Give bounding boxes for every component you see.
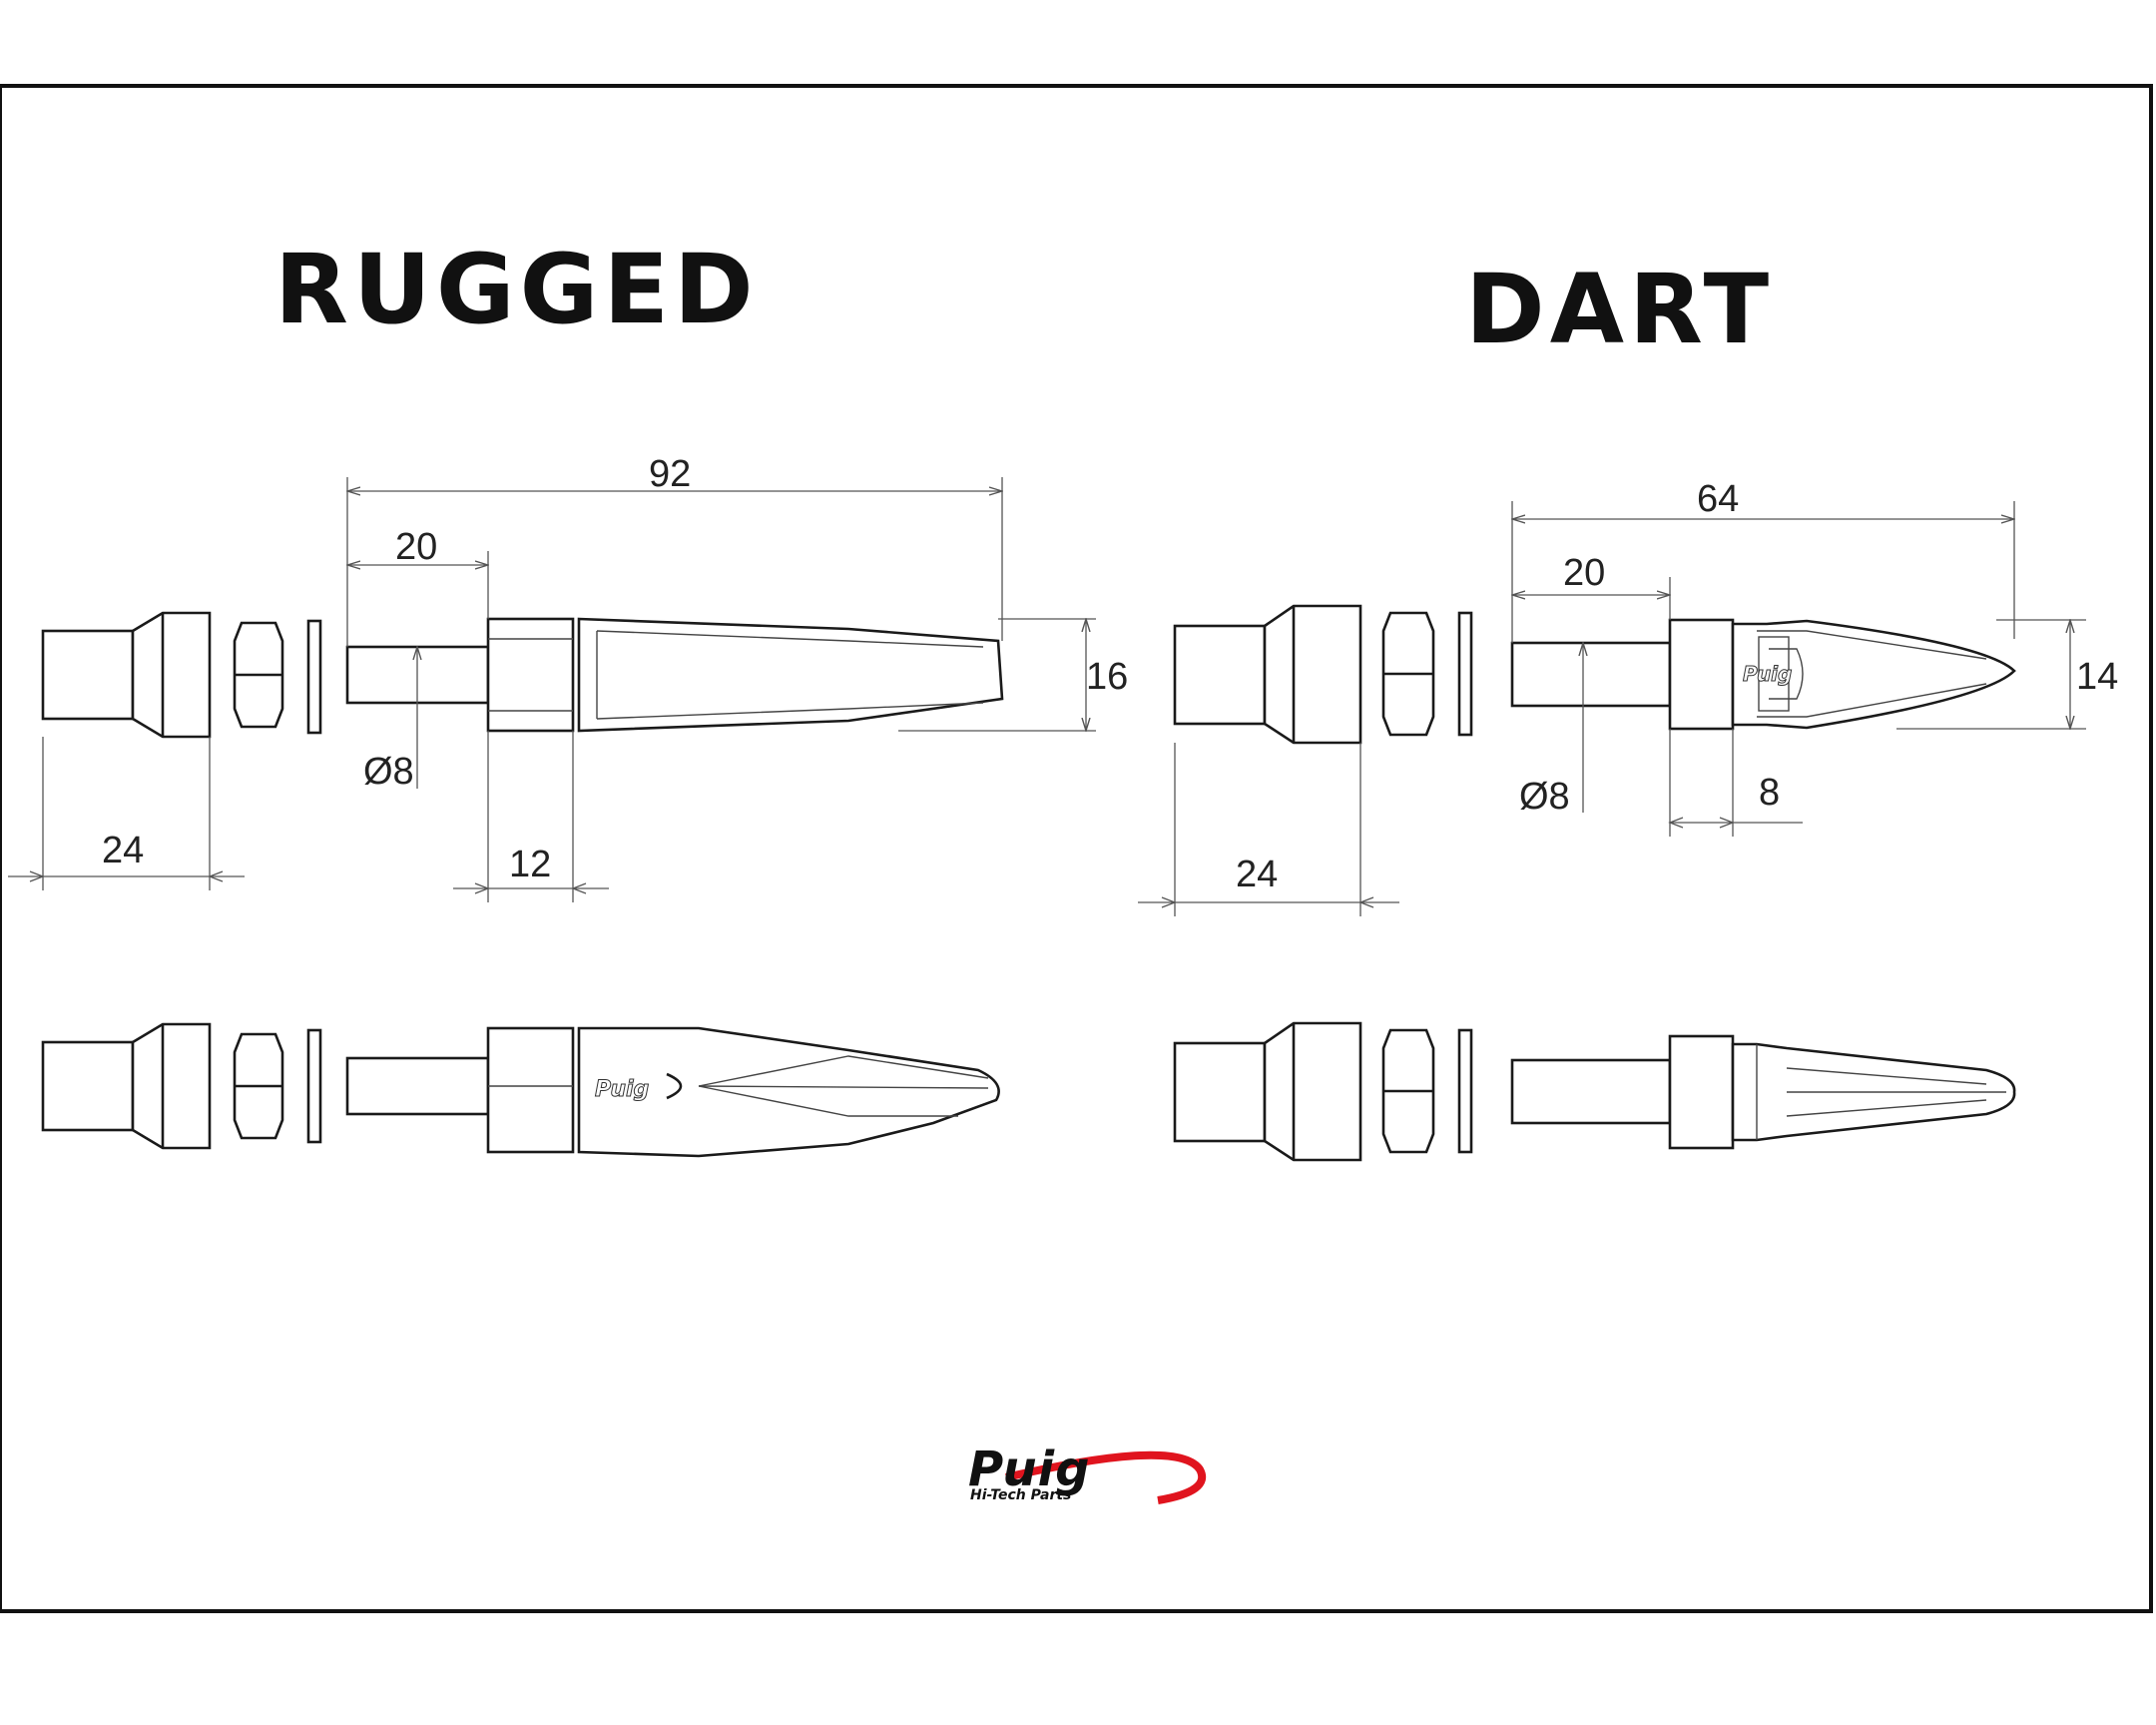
rugged-nut [233,621,284,729]
puig-logo-wordmark: Puig [968,1441,1090,1497]
dart-part-marking: Puig [1743,662,1792,686]
dart-thread-diameter: Ø8 [1519,776,1570,818]
puig-logo-tagline: Hi-Tech Parts [970,1487,1071,1503]
rugged-part-marking: Puig [595,1077,649,1102]
dart-body: Puig [1668,618,2016,731]
rugged-adapter-length: 24 [102,830,144,871]
dart-washer [1457,611,1473,737]
dart-side-view [1173,1021,2016,1162]
dart-collar-length: 8 [1759,772,1780,814]
dart-body-diameter: 14 [2076,656,2118,698]
dart-dimensions: 64 20 14 Ø8 24 8 [1138,478,2118,916]
rugged-body [486,617,1004,733]
rugged-overall-length: 92 [649,453,691,495]
rugged-thread-diameter: Ø8 [363,751,414,793]
rugged-dimensions: 92 20 16 Ø8 24 12 [8,453,1128,902]
rugged-title: RUGGED [274,234,759,345]
dart-thread-bolt [1510,641,1672,708]
rugged-top-view [41,611,1004,739]
dart-nut [1381,611,1435,737]
dart-title: DART [1465,254,1774,365]
rugged-thread-length: 20 [395,526,437,568]
dart-adapter [1173,624,1267,726]
dart-top-view: Puig [1173,604,2016,745]
rugged-collar-length: 12 [509,844,551,885]
rugged-adapter [41,611,212,739]
dart-thread-length: 20 [1563,552,1605,594]
dart-adapter-length: 24 [1236,854,1278,895]
rugged-washer [306,619,322,735]
drawing-frame [0,84,2153,1613]
dart-overall-length: 64 [1697,478,1739,520]
puig-logo: Puig Hi-Tech Parts [968,1441,1207,1504]
rugged-body-diameter: 16 [1086,656,1128,698]
rugged-side-view: Puig [41,1022,1000,1158]
